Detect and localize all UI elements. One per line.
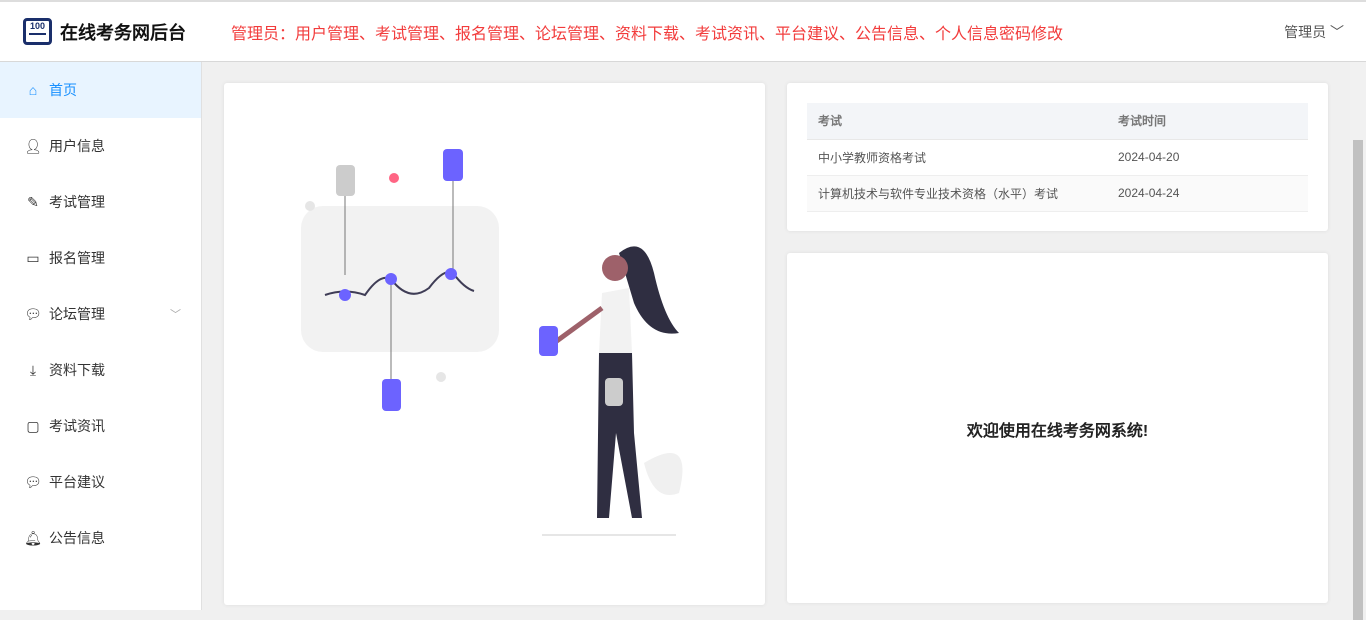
chat-icon: 💬︎: [24, 473, 42, 490]
logo-icon: 100: [23, 18, 52, 45]
home-icon: ⌂: [28, 82, 38, 98]
exam-name: 计算机技术与软件专业技术资格（水平）考试: [807, 175, 1107, 212]
sidebar-item-home[interactable]: ⌂ 首页: [0, 62, 201, 118]
edit-icon: ✎: [27, 193, 39, 210]
download-icon: ⤓: [29, 361, 37, 378]
chevron-down-icon: ﹀: [170, 309, 181, 321]
sidebar-item-forum[interactable]: 💬︎ 论坛管理 ﹀: [0, 286, 201, 342]
sidebar-item-label: 报名管理: [49, 250, 105, 266]
sidebar: ⌂ 首页 👤︎ 用户信息 ✎ 考试管理 ▭ 报名管理 💬︎ 论坛管理 ﹀ ⤓ 资料下载 ▢ 考试…: [0, 62, 202, 610]
scrollbar-thumb[interactable]: [1353, 140, 1363, 620]
sidebar-item-label: 考试管理: [49, 194, 105, 210]
chat-icon: 💬︎: [24, 305, 42, 322]
sidebar-item-label: 论坛管理: [49, 306, 105, 322]
chevron-down-icon: ﹀: [1330, 23, 1344, 40]
user-menu[interactable]: 管理员 ﹀: [1284, 23, 1344, 40]
sidebar-item-suggestions[interactable]: 💬︎ 平台建议: [0, 454, 201, 510]
illustration-card: [224, 83, 765, 605]
bell-icon: 🔔︎: [24, 529, 42, 546]
sidebar-item-exams[interactable]: ✎ 考试管理: [0, 174, 201, 230]
sidebar-item-label: 资料下载: [49, 362, 105, 378]
column-header-exam: 考试: [807, 103, 1107, 140]
sidebar-item-label: 考试资讯: [49, 418, 105, 434]
scrollbar[interactable]: [1350, 62, 1366, 620]
sidebar-item-label: 首页: [49, 82, 77, 98]
news-icon: ▢: [26, 417, 40, 434]
sidebar-item-downloads[interactable]: ⤓ 资料下载: [0, 342, 201, 398]
sidebar-item-registration[interactable]: ▭ 报名管理: [0, 230, 201, 286]
user-icon: 👤︎: [24, 137, 42, 154]
column-header-time: 考试时间: [1107, 103, 1308, 140]
exam-name: 中小学教师资格考试: [807, 139, 1107, 176]
sidebar-item-label: 平台建议: [49, 474, 105, 490]
app-title: 在线考务网后台: [60, 22, 186, 43]
card-icon: ▭: [26, 249, 40, 266]
header: 100 在线考务网后台 管理员：用户管理、考试管理、报名管理、论坛管理、资料下载…: [0, 0, 1366, 62]
sidebar-item-label: 公告信息: [49, 530, 105, 546]
exam-date: 2024-04-20: [1107, 139, 1308, 176]
sidebar-item-announcements[interactable]: 🔔︎ 公告信息: [0, 510, 201, 566]
welcome-card: 欢迎使用在线考务网系统!: [787, 253, 1328, 603]
sidebar-item-news[interactable]: ▢ 考试资讯: [0, 398, 201, 454]
role-nav-text: 管理员：用户管理、考试管理、报名管理、论坛管理、资料下载、考试资讯、平台建议、公…: [231, 25, 1064, 43]
sidebar-item-label: 用户信息: [49, 138, 105, 154]
dashboard-illustration: [301, 149, 683, 536]
welcome-message: 欢迎使用在线考务网系统!: [966, 423, 1149, 440]
sidebar-item-users[interactable]: 👤︎ 用户信息: [0, 118, 201, 174]
exam-date: 2024-04-24: [1107, 175, 1308, 212]
